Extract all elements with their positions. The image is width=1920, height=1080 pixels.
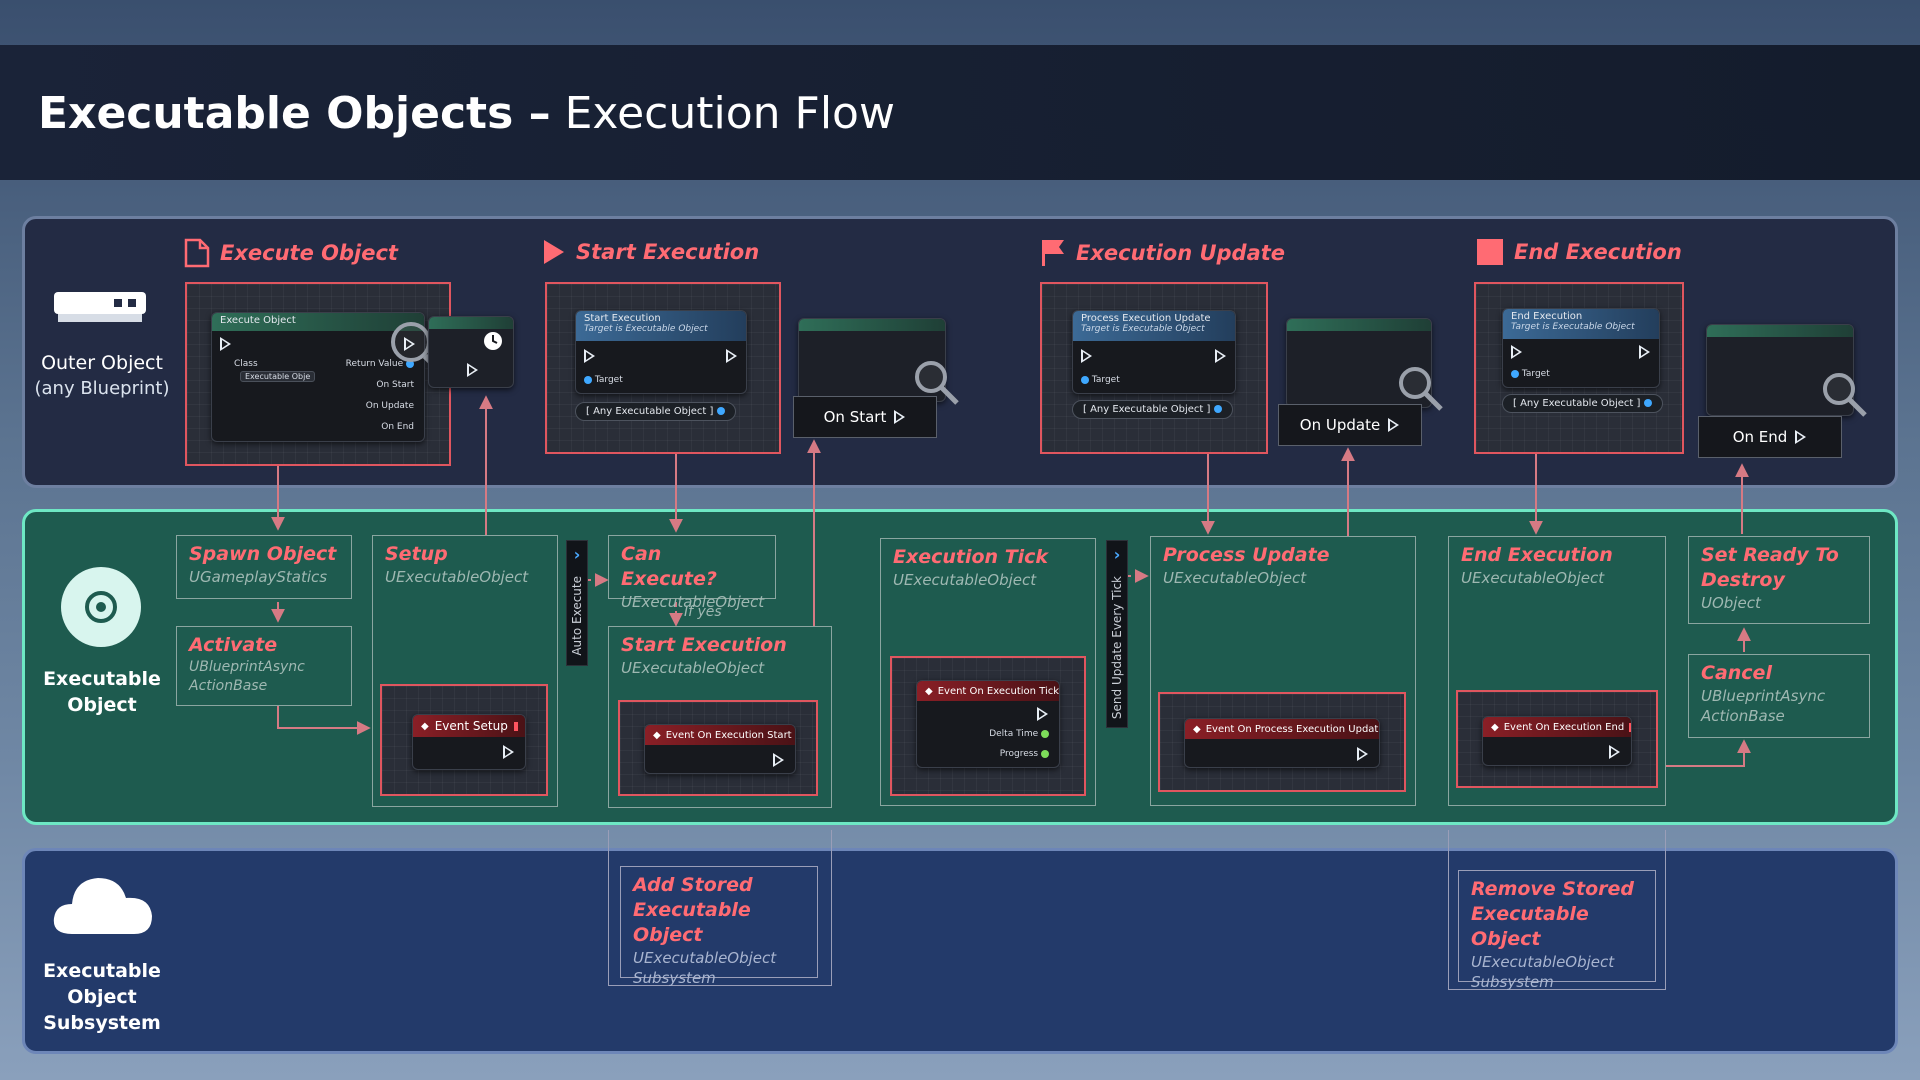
chevron-right-icon: › [573,545,581,564]
event-tick-frame: ◆Event On Execution Tick Delta Time Prog… [890,656,1086,796]
stage-execute-object: Execute Object [184,238,398,268]
stage-end-execution: End Execution [1476,238,1682,266]
event-setup-node[interactable]: ◆Event Setup [412,714,526,770]
target-pin: Target [1081,375,1120,385]
event-on-execution-tick-node[interactable]: ◆Event On Execution Tick Delta Time Prog… [916,680,1060,768]
any-executable-object-pill: [ Any Executable Object ] [575,402,736,421]
exec-in-pin[interactable] [220,337,232,351]
chevron-right-icon: › [1113,545,1121,564]
event-setup-frame: ◆Event Setup [380,684,548,796]
process-update-step: Process Update UExecutableObject [1150,536,1416,806]
exec-in-pin[interactable] [1511,345,1523,359]
spawn-object-step: Spawn Object UGameplayStatics [176,535,352,599]
target-pin: Target [584,375,623,385]
stage-execution-update: Execution Update [1040,238,1285,268]
start-execution-step: Start Execution UExecutableObject [608,626,832,808]
end-execution-step: End Execution UExecutableObject [1448,536,1666,806]
class-pin: Class [234,359,258,369]
progress-pin: Progress [1000,749,1049,759]
flag-icon [1042,240,1064,266]
event-on-execution-end-node[interactable]: ◆Event On Execution End [1482,716,1632,766]
end-execution-node-frame: End Execution Target is Executable Objec… [1474,282,1684,454]
event-on-process-execution-update-node[interactable]: ◆Event On Process Execution Update [1184,718,1380,768]
node-title: Start Execution Target is Executable Obj… [576,311,746,341]
on-update-pin: On Update [365,401,414,411]
subsystem-lane [22,848,1898,1054]
execute-object-node-frame: Execute Object Class Executable Obje Ret… [185,282,451,466]
any-executable-object-pill: [ Any Executable Object ] [1072,400,1233,419]
exec-out-pin[interactable] [726,349,738,363]
document-icon [184,238,210,268]
remove-stored-executable-object-step: Remove Stored Executable Object UExecuta… [1458,870,1656,991]
can-execute-step: Can Execute? UExecutableObject [608,535,776,611]
auto-execute-tab: › Auto Execute [566,540,588,666]
on-start-callback[interactable]: On Start [793,396,937,438]
event-start-frame: ◆Event On Execution Start [618,700,818,796]
target-icon [60,566,142,652]
send-update-tab: › Send Update Every Tick [1106,540,1128,728]
target-pin: Target [1511,369,1550,379]
executable-object-label: Executable Object [43,668,161,716]
node-title: End Execution Target is Executable Objec… [1503,309,1659,339]
class-dropdown[interactable]: Executable Obje [240,371,316,382]
exec-out-pin[interactable] [1215,349,1227,363]
subsystem-label: Executable Object Subsystem [43,960,161,1034]
activate-step: Activate UBlueprintAsync ActionBase [176,626,352,706]
node-title: Execute Object [212,313,424,331]
exec-out-pin[interactable] [404,337,416,351]
add-stored-executable-object-step: Add Stored Executable Object UExecutable… [620,866,818,987]
if-yes-label: If yes [684,604,722,620]
page-title: Executable Objects – Execution Flow [38,88,895,139]
on-update-callback[interactable]: On Update [1278,404,1422,446]
play-icon [544,240,564,264]
exec-out-pin[interactable] [1639,345,1651,359]
cloud-icon [50,872,156,942]
outer-object-label: Outer Object (any Blueprint) [34,352,170,399]
remove-stored-container [1448,830,1666,990]
start-execution-node-frame: Start Execution Target is Executable Obj… [545,282,781,454]
clock-icon [483,331,503,354]
any-executable-object-pill: [ Any Executable Object ] [1502,394,1663,413]
title-bar [0,45,1920,180]
return-value-pin: Return Value [346,359,414,369]
stop-icon [1477,239,1503,265]
exec-in-pin[interactable] [584,349,596,363]
node-title: Process Execution Update Target is Execu… [1073,311,1235,341]
end-execution-node[interactable]: End Execution Target is Executable Objec… [1502,308,1660,388]
on-end-pin: On End [381,422,414,432]
on-end-callback[interactable]: On End [1698,416,1842,458]
execution-tick-step: Execution Tick UExecutableObject [880,538,1096,806]
start-execution-zoom [798,318,959,405]
execution-update-node-frame: Process Execution Update Target is Execu… [1040,282,1268,454]
execution-update-zoom [1286,318,1443,411]
add-stored-container [608,830,832,986]
on-start-pin: On Start [376,380,414,390]
set-ready-to-destroy-step: Set Ready To Destroy UObject [1688,536,1870,624]
execute-object-zoom [428,316,514,388]
stage-start-execution: Start Execution [542,238,759,266]
process-execution-update-node[interactable]: Process Execution Update Target is Execu… [1072,310,1236,394]
magnifier-icon [913,359,961,410]
cancel-step: Cancel UBlueprintAsync ActionBase [1688,654,1870,738]
exec-in-pin[interactable] [1081,349,1093,363]
event-on-execution-start-node[interactable]: ◆Event On Execution Start [644,724,796,774]
magnifier-icon [1821,371,1869,422]
magnifier-icon [1397,365,1445,416]
setup-step: Setup UExecutableObject [372,535,558,807]
start-execution-node[interactable]: Start Execution Target is Executable Obj… [575,310,747,394]
event-end-frame: ◆Event On Execution End [1456,690,1658,788]
event-process-update-frame: ◆Event On Process Execution Update [1158,692,1406,792]
delta-time-pin: Delta Time [989,729,1049,739]
server-icon [52,290,148,330]
end-execution-zoom [1706,324,1867,417]
execute-object-node[interactable]: Execute Object Class Executable Obje Ret… [211,312,425,442]
